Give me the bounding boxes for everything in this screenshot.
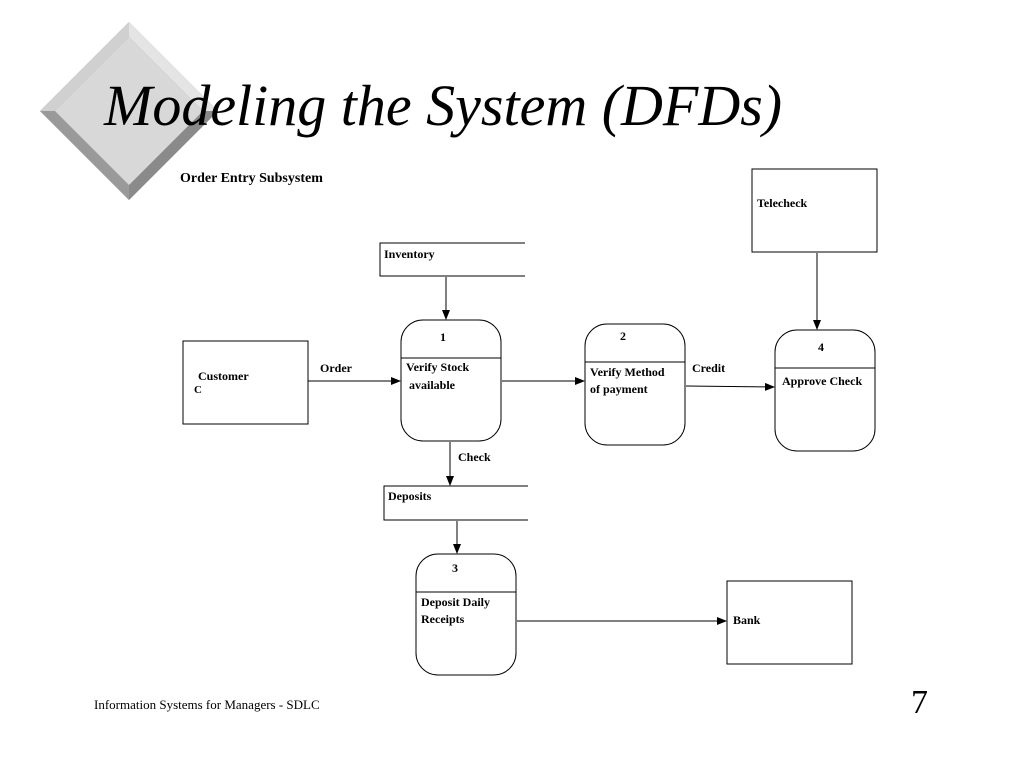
diamond-ornament [40, 22, 218, 200]
slide-page-number: 7 [911, 684, 928, 721]
process-2-label-line2: of payment [590, 382, 648, 396]
process-1-label-line2: available [409, 378, 456, 392]
process-3-label-line2: Receipts [421, 612, 465, 626]
process-3-label-line1: Deposit Daily [421, 595, 490, 609]
flow-credit-label: Credit [692, 361, 725, 375]
entity-bank: Bank [726, 580, 853, 665]
process-4: 4 Approve Check [774, 329, 876, 452]
datastore-deposits-label: Deposits [388, 489, 432, 503]
slide-title: Modeling the System (DFDs) [104, 73, 783, 138]
process-1-number: 1 [440, 330, 446, 344]
process-3-number: 3 [452, 561, 458, 575]
process-4-number: 4 [818, 340, 824, 354]
entity-customer-label: Customer [198, 369, 249, 383]
entity-telecheck-label: Telecheck [757, 196, 808, 210]
process-3: 3 Deposit Daily Receipts [415, 553, 517, 676]
entity-customer: Customer C [182, 340, 309, 425]
flow-p1-to-deposits: Check [446, 442, 491, 486]
entity-telecheck: Telecheck [751, 168, 878, 253]
process-2: 2 Verify Method of payment [584, 323, 686, 446]
flow-p2-to-p4: Credit [685, 361, 775, 391]
entity-customer-code: C [194, 384, 202, 396]
datastore-inventory: Inventory [379, 242, 525, 277]
slide-footer: Information Systems for Managers - SDLC [94, 697, 320, 712]
process-4-label-line1: Approve Check [782, 374, 862, 388]
diagram-subtitle: Order Entry Subsystem [180, 171, 323, 186]
flow-check-label: Check [458, 450, 491, 464]
process-2-number: 2 [620, 329, 626, 343]
process-2-label-line1: Verify Method [590, 365, 665, 379]
process-1: 1 Verify Stock available [400, 319, 502, 442]
flow-customer-to-p1: Order [308, 361, 401, 385]
datastore-inventory-label: Inventory [384, 247, 435, 261]
entity-bank-label: Bank [733, 613, 761, 627]
flow-order-label: Order [320, 361, 353, 375]
process-1-label-line1: Verify Stock [406, 360, 470, 374]
datastore-deposits: Deposits [383, 485, 528, 521]
